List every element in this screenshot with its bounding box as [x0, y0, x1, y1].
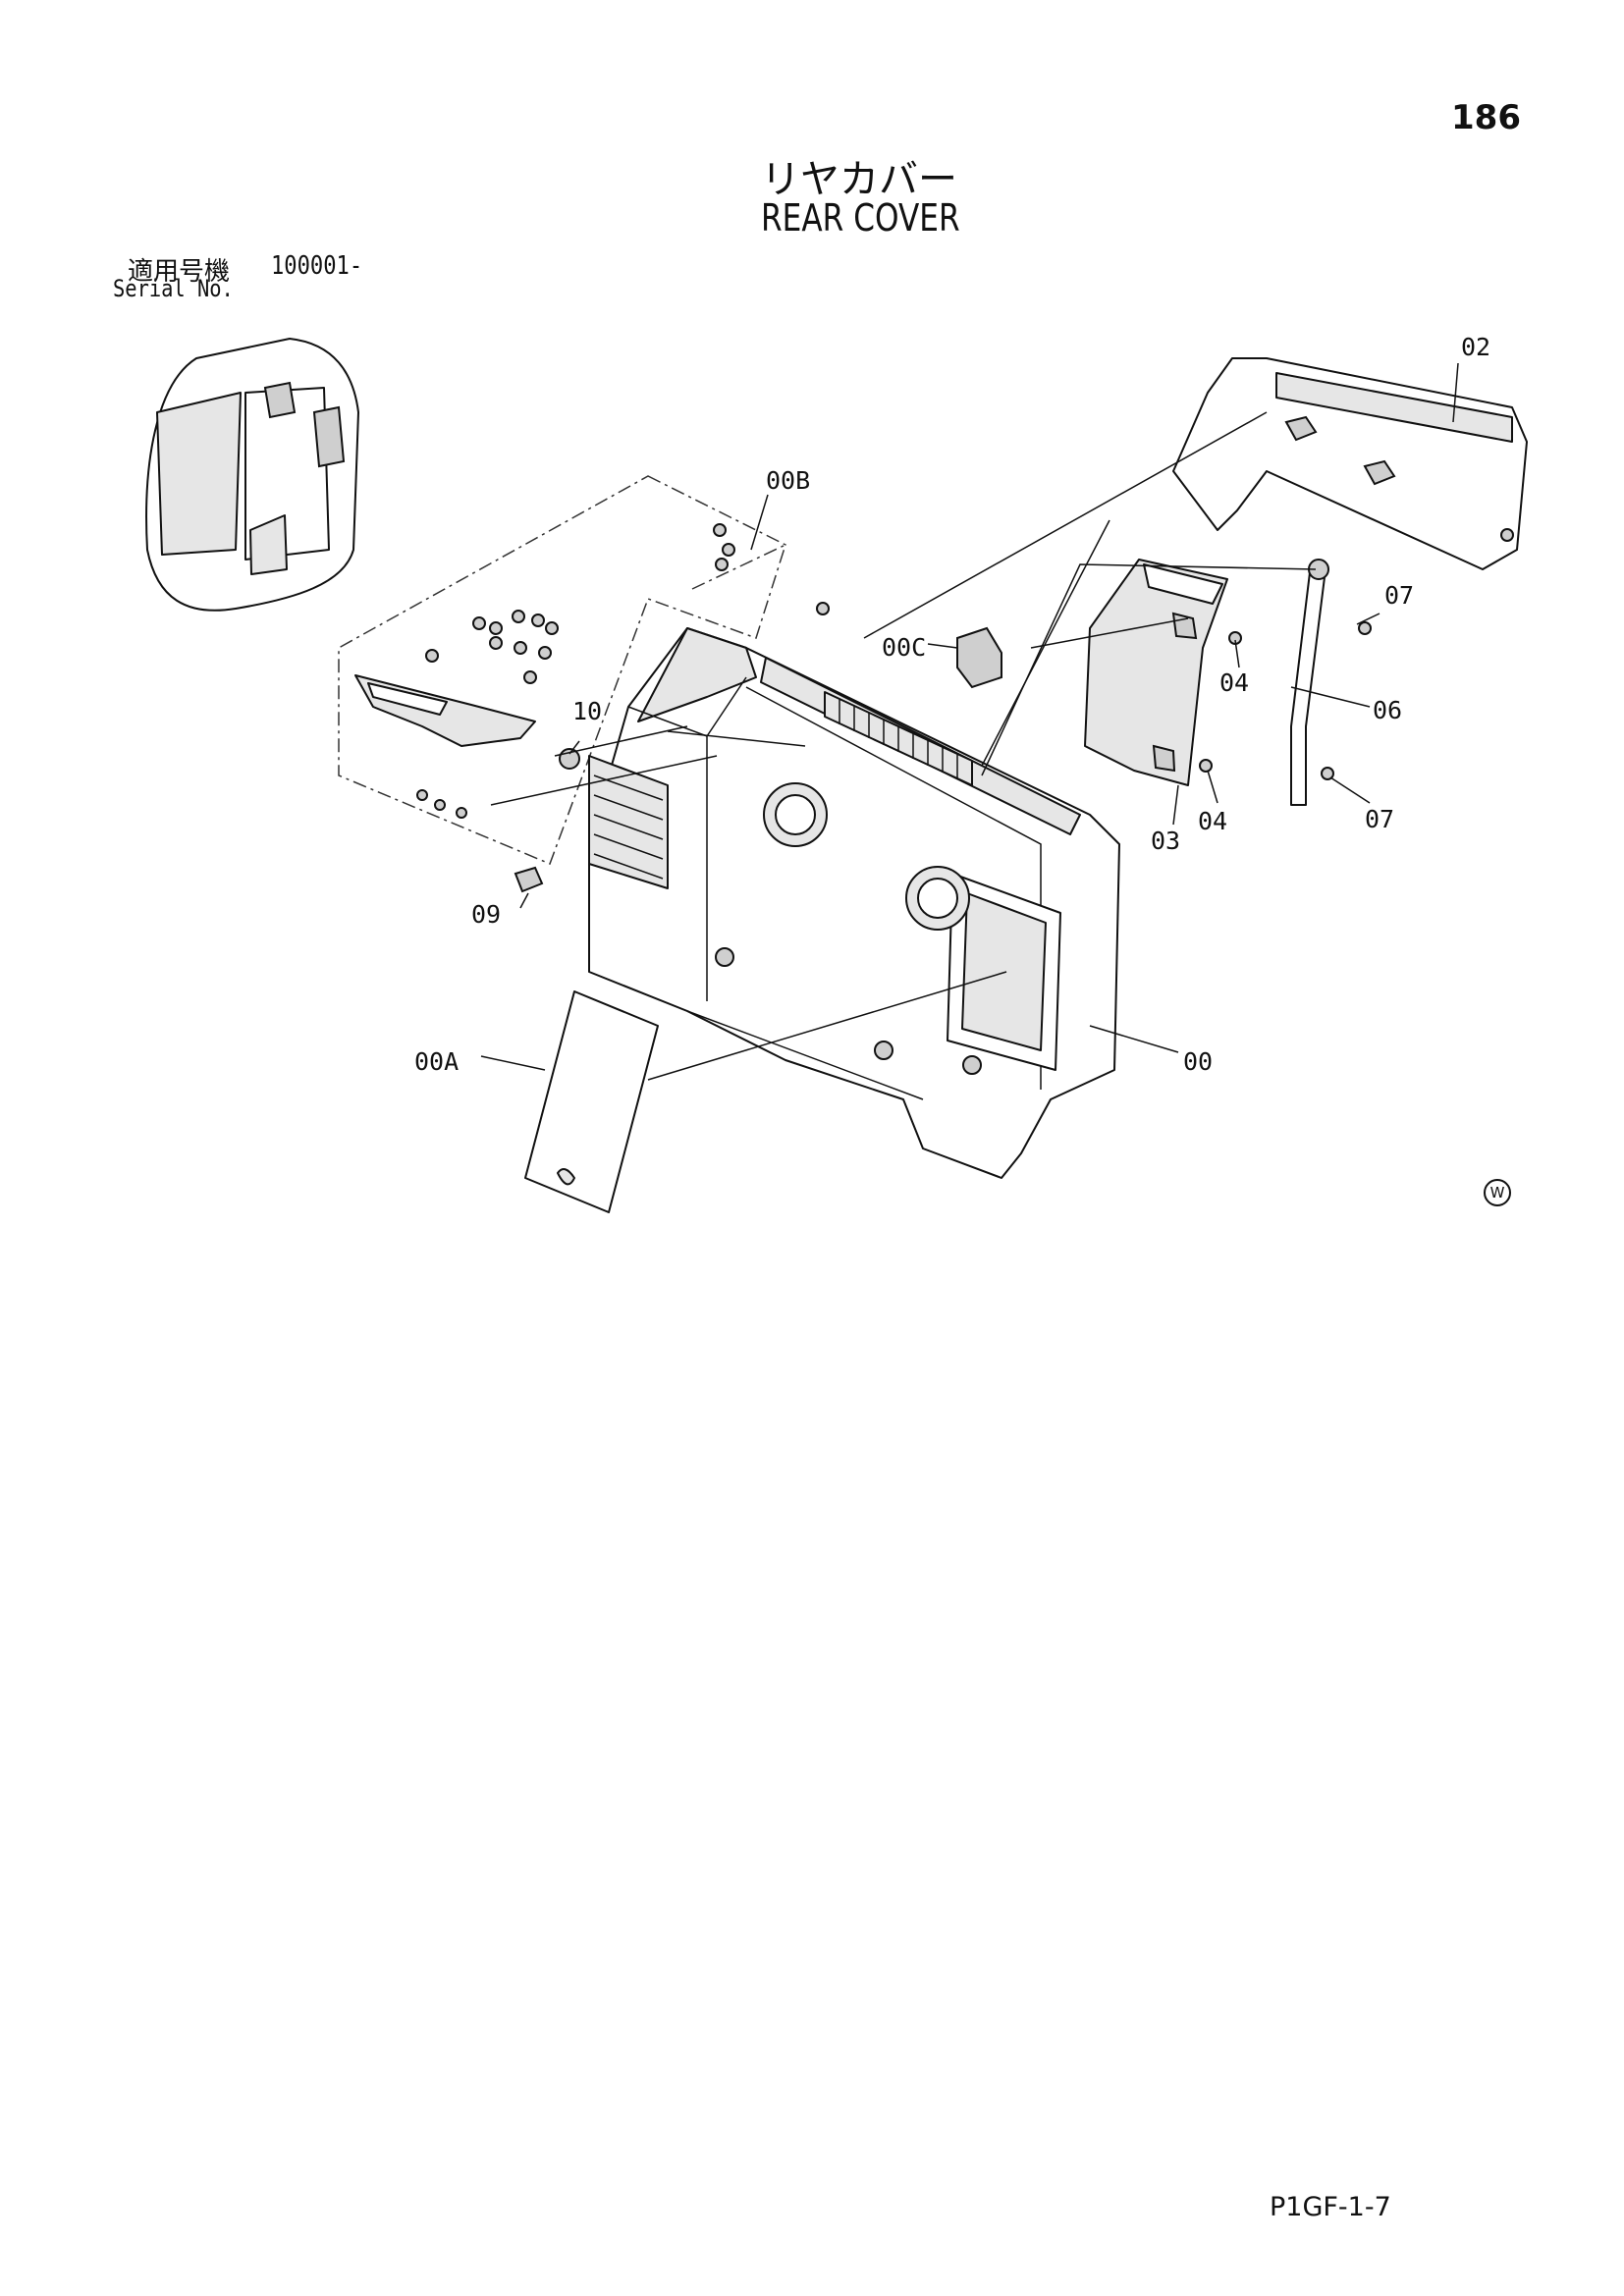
- part-label-02: 02: [1461, 333, 1490, 361]
- access-cover: [524, 990, 659, 1213]
- filter-element: [956, 626, 1002, 689]
- watermark-circle: W: [1484, 1179, 1511, 1206]
- part-label-00B: 00B: [766, 466, 810, 495]
- part-label-07-upper: 07: [1384, 581, 1414, 610]
- bracket-assembly: [354, 674, 536, 747]
- cab-location-thumbnail: [145, 338, 359, 612]
- group-boundary-00B: [338, 475, 786, 865]
- title-english: REAR COVER: [761, 196, 960, 240]
- part-label-00A: 00A: [414, 1047, 459, 1076]
- part-label-00: 00: [1183, 1047, 1213, 1076]
- duct-side: [1084, 559, 1228, 786]
- serial-label-english: Serial No.: [113, 275, 234, 302]
- part-label-00C: 00C: [882, 633, 926, 662]
- part-label-10: 10: [572, 697, 602, 725]
- page-number: 186: [1451, 98, 1521, 137]
- title-japanese: リヤカバー: [761, 157, 957, 202]
- part-label-07-lower: 07: [1365, 805, 1394, 833]
- duct-upper: [1172, 357, 1528, 570]
- leader-lines: [480, 362, 1459, 1081]
- bolt-set: [416, 523, 830, 819]
- part-label-04-lower: 04: [1198, 807, 1227, 835]
- part-label-04-upper: 04: [1219, 668, 1249, 697]
- plug: [514, 866, 544, 893]
- part-label-03: 03: [1151, 827, 1180, 855]
- serial-label-japanese: 適用号機: [128, 257, 231, 287]
- document-code: P1GF-1-7: [1270, 2192, 1391, 2222]
- serial-number-value: 100001-: [271, 251, 363, 281]
- hose: [1290, 563, 1326, 806]
- part-label-06: 06: [1373, 696, 1402, 724]
- part-label-09: 09: [471, 900, 501, 929]
